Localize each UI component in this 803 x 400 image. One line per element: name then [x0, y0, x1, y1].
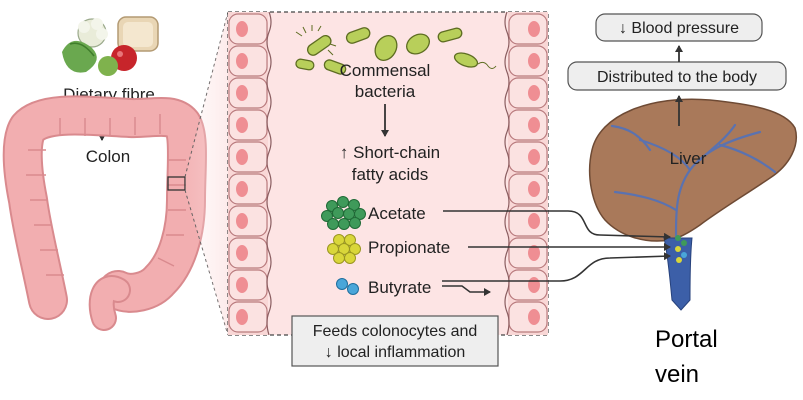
portal-vein-label-line2: vein: [655, 361, 700, 388]
liver-illustration: [588, 98, 797, 242]
cell-nucleus: [528, 149, 540, 165]
butyrate-to-colonocytes-arrow: [442, 285, 491, 296]
commensal-bacteria-label-line1: Commensal: [340, 61, 431, 80]
butyrate-arrow: [442, 252, 671, 282]
acetate-molecule-icon: [321, 196, 366, 230]
colon-label: Colon: [86, 147, 130, 166]
scfa-label-line1: ↑ Short-chain: [340, 143, 440, 162]
cell-nucleus: [236, 213, 248, 229]
portal-vein-label-line1: Portal: [655, 326, 718, 353]
cell-nucleus: [236, 21, 248, 37]
cell-nucleus: [236, 117, 248, 133]
cell-nucleus: [236, 149, 248, 165]
acetate-arrow: [443, 210, 671, 241]
cell-nucleus: [236, 85, 248, 101]
distributed-box: Distributed to the body: [567, 61, 787, 91]
propionate-label: Propionate: [368, 238, 450, 257]
butyrate-label: Butyrate: [368, 278, 431, 297]
cell-nucleus: [236, 245, 248, 261]
cell-nucleus: [528, 277, 540, 293]
propionate-molecule-icon: [327, 234, 361, 264]
bacteria-icon: [295, 25, 497, 75]
distributed-label: Distributed to the body: [597, 69, 757, 86]
feeds-colonocytes-box: Feeds colonocytes and ↓ local inflammati…: [291, 315, 499, 367]
commensal-bacteria-label-line2: bacteria: [355, 82, 416, 101]
butyrate-molecule-icon: [336, 278, 359, 295]
cell-nucleus: [236, 277, 248, 293]
scfa-label-line2: fatty acids: [352, 165, 429, 184]
cell-nucleus: [528, 245, 540, 261]
acetate-label: Acetate: [368, 204, 426, 223]
cell-nucleus: [528, 309, 540, 325]
portal-vein-label: Portal vein: [655, 322, 775, 392]
colon-illustration: [2, 95, 207, 331]
portal-vein-scfa-particles: [675, 235, 687, 263]
cell-nucleus: [528, 181, 540, 197]
blood-pressure-label: ↓ Blood pressure: [619, 20, 739, 37]
feeds-label-line1: Feeds colonocytes and: [313, 323, 478, 340]
feeds-label-line2: ↓ local inflammation: [325, 344, 466, 361]
food-icon: [62, 16, 159, 76]
cell-nucleus: [528, 213, 540, 229]
cell-nucleus: [528, 85, 540, 101]
cell-nucleus: [236, 181, 248, 197]
cell-nucleus: [528, 117, 540, 133]
cell-nucleus: [236, 53, 248, 69]
cell-nucleus: [528, 53, 540, 69]
cell-nucleus: [236, 309, 248, 325]
liver-label: Liver: [670, 149, 707, 168]
cell-nucleus: [528, 21, 540, 37]
blood-pressure-box: ↓ Blood pressure: [595, 13, 763, 42]
